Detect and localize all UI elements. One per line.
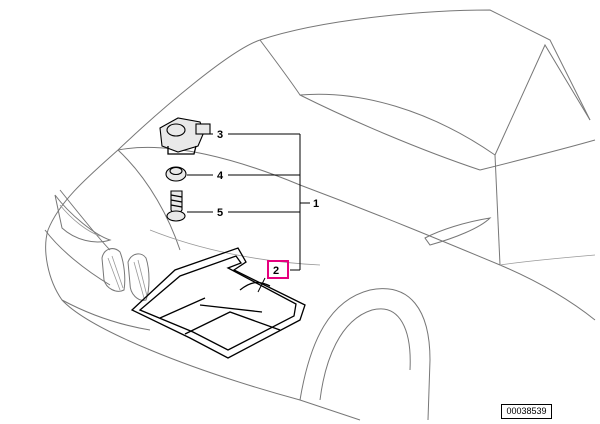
screw-part	[166, 190, 186, 222]
callout-4: 4	[217, 170, 224, 182]
callout-1: 1	[313, 198, 319, 210]
callout-5: 5	[217, 207, 223, 219]
callout-2-highlight	[267, 260, 289, 279]
wiring-harness-part	[130, 247, 306, 359]
callout-2: 2	[273, 265, 279, 277]
car-outline	[44, 9, 596, 421]
leader-lines	[187, 133, 310, 293]
reference-number: 00038539	[501, 404, 552, 419]
callout-3: 3	[217, 129, 223, 141]
sensor-part	[159, 117, 211, 155]
washer-part	[165, 166, 187, 182]
